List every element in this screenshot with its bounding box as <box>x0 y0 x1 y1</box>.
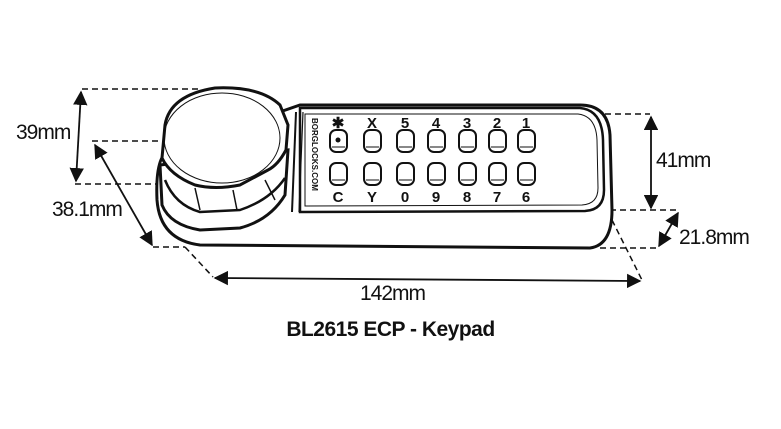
length-arrow <box>213 270 642 289</box>
key-2 <box>488 129 507 153</box>
key-5 <box>396 129 415 153</box>
key-label: X <box>367 115 377 132</box>
depth-arrow <box>658 211 679 248</box>
keypad-height-label: 41mm <box>656 149 711 172</box>
knob-height-arrow <box>69 90 88 183</box>
key-label: 0 <box>401 189 409 206</box>
length-label: 142mm <box>360 282 426 305</box>
key-3 <box>458 129 477 153</box>
key-label: 2 <box>493 115 501 132</box>
key-0 <box>396 162 415 186</box>
key-label: ✱ <box>332 115 345 132</box>
key-label: 5 <box>401 115 409 132</box>
key-8 <box>458 162 477 186</box>
key-label: 1 <box>522 115 530 132</box>
knob-height-label: 39mm <box>16 121 71 144</box>
key-label: C <box>333 189 344 206</box>
key-label: 7 <box>493 189 501 206</box>
key-label: 6 <box>522 189 530 206</box>
key-6 <box>517 162 536 186</box>
diagram-title: BL2615 ECP - Keypad <box>286 318 495 341</box>
key-7 <box>488 162 507 186</box>
key-label: 4 <box>432 115 441 132</box>
knob-diameter-label: 38.1mm <box>52 198 123 221</box>
key-1 <box>517 129 536 153</box>
key-c <box>329 162 348 186</box>
key-9 <box>427 162 446 186</box>
key-y <box>363 162 382 186</box>
key-label: 8 <box>463 189 471 206</box>
key-label: 3 <box>463 115 471 132</box>
knob-diameter-arrow <box>94 143 153 247</box>
brand-text: BORGLOCKS.COM <box>310 118 319 191</box>
key-inner-lines <box>332 146 533 181</box>
key-4 <box>427 129 446 153</box>
depth-label: 21.8mm <box>679 226 750 249</box>
knob <box>158 86 290 232</box>
key-label: 9 <box>432 189 440 206</box>
dimension-arrows <box>69 90 679 289</box>
key-x <box>363 129 382 153</box>
key-label: Y <box>367 189 377 206</box>
